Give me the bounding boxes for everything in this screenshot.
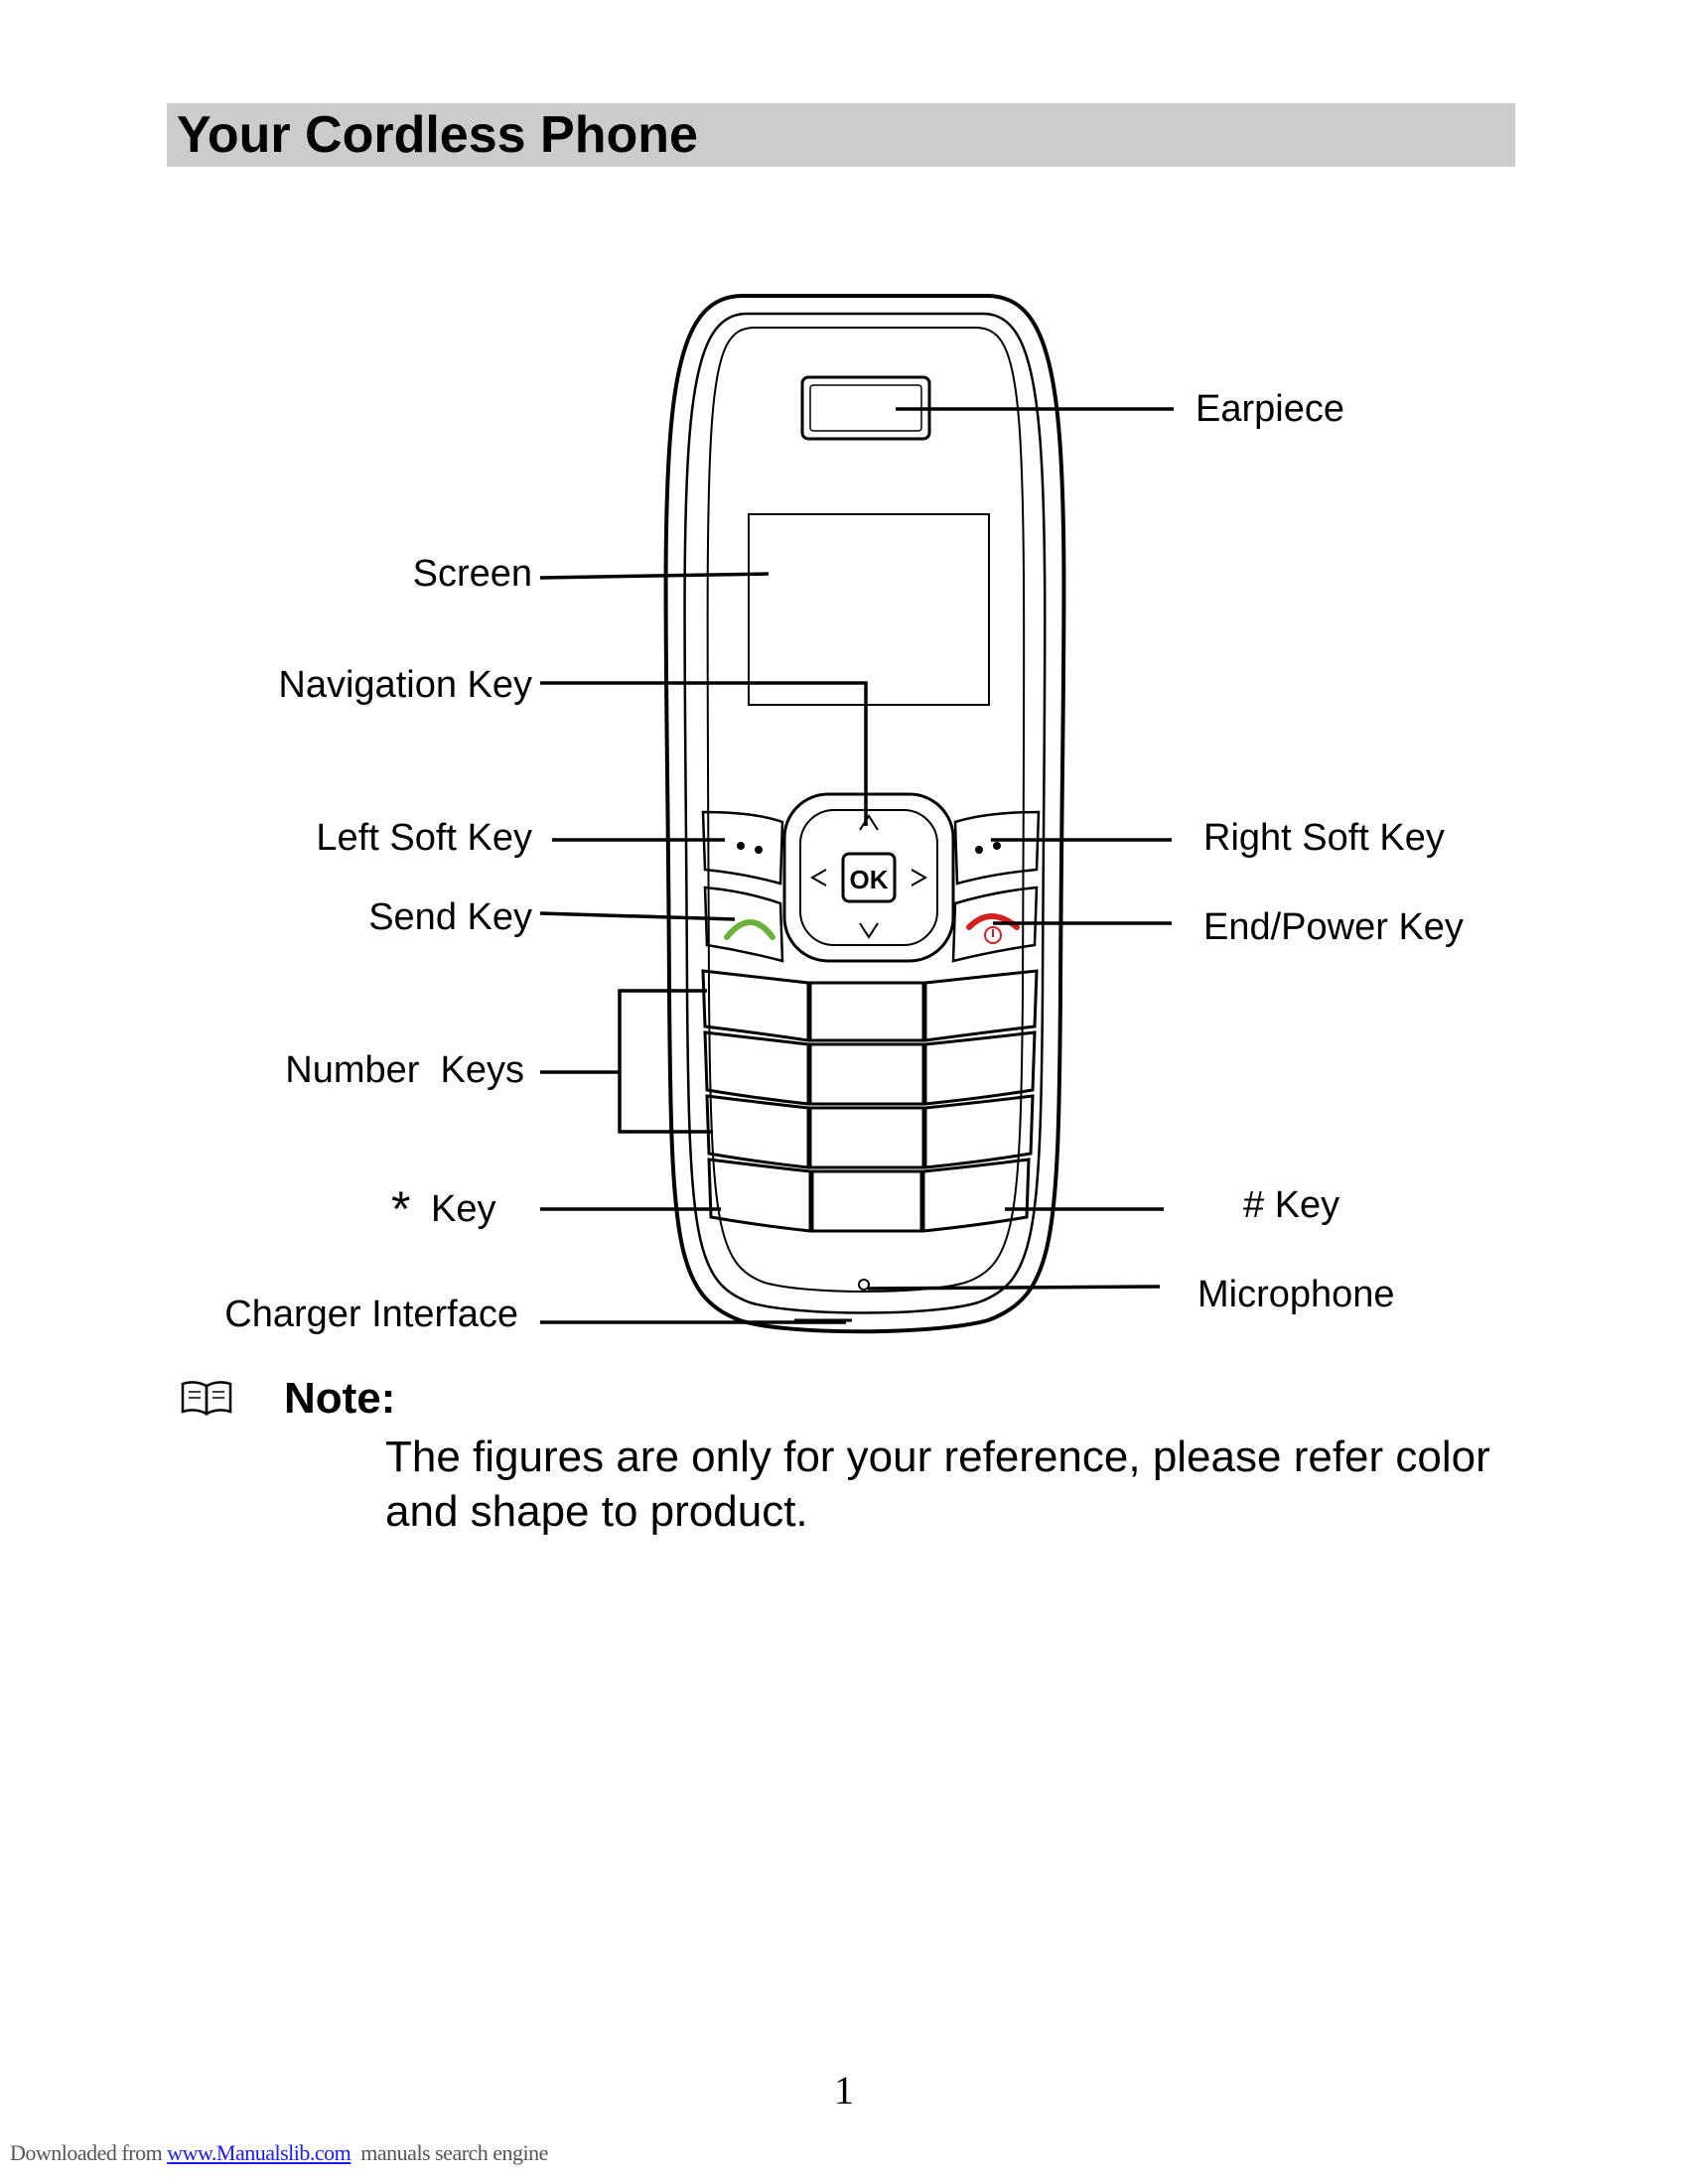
microphone bbox=[858, 1279, 870, 1291]
nav-right-arrow bbox=[911, 869, 928, 887]
right-soft-key-dot bbox=[975, 846, 983, 854]
label-screen: Screen bbox=[412, 553, 532, 595]
label-left-soft-key: Left Soft Key bbox=[316, 817, 532, 859]
phone-face-panel bbox=[706, 327, 1026, 1293]
screen bbox=[748, 513, 990, 706]
footer-link[interactable]: www.Manualslib.com bbox=[167, 2140, 352, 2165]
label-navigation-key: Navigation Key bbox=[278, 664, 532, 706]
nav-left-arrow bbox=[809, 869, 827, 887]
left-soft-key-dot bbox=[755, 846, 763, 854]
navigation-key-outer bbox=[782, 792, 955, 963]
label-hash-key: # Key bbox=[1243, 1184, 1340, 1226]
footer-suffix: manuals search engine bbox=[351, 2140, 548, 2165]
ok-button-label: OK bbox=[850, 865, 889, 894]
left-soft-key bbox=[701, 810, 784, 886]
number-key bbox=[701, 969, 810, 1042]
power-icon bbox=[984, 926, 1002, 944]
right-soft-key-dot bbox=[993, 842, 1001, 850]
number-key bbox=[808, 1042, 925, 1106]
label-earpiece: Earpiece bbox=[1196, 388, 1344, 430]
footer-prefix: Downloaded from bbox=[10, 2140, 168, 2165]
hash-key bbox=[921, 1158, 1031, 1233]
send-key bbox=[703, 886, 784, 963]
number-key bbox=[705, 1094, 810, 1169]
microphone-leader bbox=[867, 1285, 1161, 1291]
right-soft-key bbox=[953, 810, 1041, 886]
navigation-key-leader bbox=[540, 681, 868, 826]
number-keypad bbox=[701, 969, 1039, 1233]
left-soft-key-dot bbox=[737, 842, 745, 850]
label-send-key: Send Key bbox=[368, 896, 532, 938]
label-end-power-key: End/Power Key bbox=[1203, 906, 1464, 948]
star-key bbox=[707, 1158, 812, 1233]
number-key bbox=[703, 1030, 810, 1106]
number-key bbox=[923, 1030, 1037, 1106]
label-right-soft-key: Right Soft Key bbox=[1203, 817, 1445, 859]
page-number: 1 bbox=[834, 2068, 854, 2113]
send-key-leader bbox=[539, 911, 736, 921]
note-title: Note: bbox=[284, 1374, 396, 1423]
number-key bbox=[923, 1094, 1035, 1169]
label-microphone: Microphone bbox=[1197, 1274, 1395, 1315]
nav-down-arrow bbox=[859, 922, 879, 939]
heading-bar: Your Cordless Phone bbox=[167, 103, 1515, 167]
number-key bbox=[923, 969, 1039, 1042]
number-keys-leader bbox=[618, 989, 713, 1134]
label-star-symbol: * bbox=[391, 1181, 411, 1237]
footer: Downloaded from www.Manualslib.com manua… bbox=[10, 2140, 548, 2166]
phone-outer-body bbox=[663, 294, 1066, 1334]
number-key bbox=[808, 1106, 925, 1169]
note-text: The figures are only for your reference,… bbox=[385, 1433, 1490, 1536]
screen-leader bbox=[539, 572, 770, 580]
navigation-key-inner bbox=[799, 809, 938, 946]
label-number-keys: Number Keys bbox=[285, 1049, 524, 1091]
number-key bbox=[810, 1169, 923, 1233]
nav-up-arrow bbox=[859, 814, 879, 831]
page-title: Your Cordless Phone bbox=[177, 106, 698, 164]
send-key-icon bbox=[724, 919, 775, 940]
label-star-key: Key bbox=[431, 1188, 496, 1230]
ok-button bbox=[841, 852, 897, 903]
book-icon bbox=[181, 1381, 232, 1417]
end-power-key bbox=[951, 886, 1039, 963]
label-charger-interface: Charger Interface bbox=[224, 1294, 518, 1335]
number-key bbox=[808, 981, 925, 1042]
phone-inner-body bbox=[683, 312, 1047, 1314]
